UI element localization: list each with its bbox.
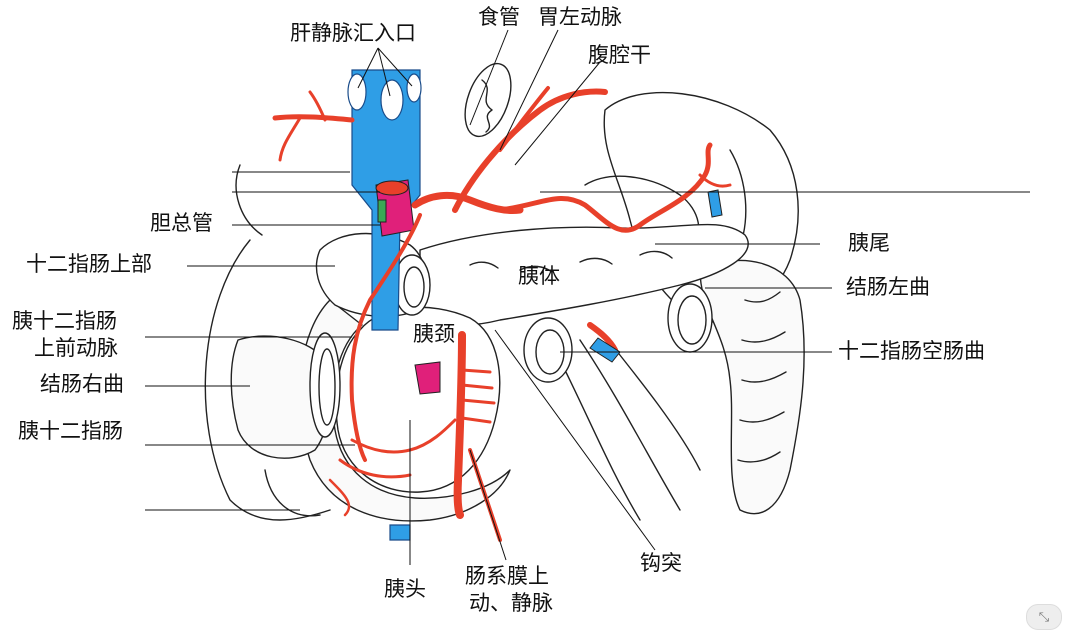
leader-mesenteric (469, 449, 507, 561)
colon-right (230, 335, 331, 459)
label-mesenteric-line2: 动、静脉 (469, 591, 553, 616)
colon-haustra-1 (744, 291, 781, 303)
label-mesenteric-vessels: 肠系膜上 动、静脉 (465, 563, 553, 618)
colon-haustra-2 (741, 331, 786, 343)
label-celiac-trunk: 腹腔干 (588, 43, 651, 67)
leader-celiac (514, 61, 601, 166)
descending-colon (699, 259, 805, 515)
kidney-curve (264, 469, 321, 517)
dj-flexure-cut (523, 317, 573, 383)
pancreas-lobule-4 (639, 250, 673, 259)
esophagus-cut (464, 62, 512, 138)
splenic-vein-segment (707, 189, 723, 218)
liver-outline (204, 239, 331, 521)
label-hepatic-vein-entrance: 肝静脉汇入口 (290, 21, 416, 45)
leader-hepatic-vein (357, 47, 413, 97)
colon-haustra-5 (737, 451, 781, 463)
liver-left-edge (235, 164, 263, 236)
label-dj-flexure: 十二指肠空肠曲 (838, 339, 985, 363)
label-pd-artery-line2: 上前动脉 (34, 336, 118, 361)
hepatic-vein-opening-3 (406, 73, 422, 103)
pancreas-lobule-1 (469, 261, 499, 269)
esophagus-lumen (481, 79, 493, 133)
label-uncinate-process: 钩突 (640, 551, 682, 575)
leader-left-gastric (499, 29, 559, 151)
label-esophagus: 食管 (478, 5, 520, 29)
leader-lines (145, 29, 1030, 565)
label-common-bile-duct: 胆总管 (150, 211, 213, 235)
pancreas-lobule-3 (579, 257, 613, 265)
label-mesenteric-line1: 肠系膜上 (465, 564, 549, 588)
pancreas-body (419, 223, 749, 326)
leader-esophagus (469, 29, 509, 126)
colon-left-cut-inner (677, 295, 707, 345)
mesentery-line-2 (579, 339, 681, 511)
label-pancreas-tail: 胰尾 (848, 231, 890, 255)
label-pancreas-head: 胰头 (384, 577, 426, 601)
leader-uncinate (494, 329, 656, 551)
label-pancreas-body: 胰体 (518, 264, 560, 288)
ivc-lower (389, 524, 411, 541)
colon-haustra-3 (741, 371, 787, 383)
duodenum-cut-inner (403, 266, 425, 308)
imv-segment (589, 337, 621, 363)
label-pd-artery: 胰十二指肠 上前动脉 (12, 308, 118, 363)
pancreas-lobule-2 (519, 265, 553, 273)
hepatic-vein-opening-2 (380, 79, 404, 121)
hepatic-vein-opening-1 (347, 73, 367, 111)
label-duodenum-superior: 十二指肠上部 (26, 252, 152, 276)
label-colon-right-flexure: 结肠右曲 (40, 372, 124, 396)
mesentery-line-1 (559, 359, 641, 521)
stomach-fold (729, 149, 747, 241)
label-pancreas-neck: 胰颈 (413, 322, 455, 346)
label-left-gastric-artery: 胃左动脉 (538, 5, 622, 29)
label-pancreaticoduodenal: 胰十二指肠 (18, 419, 123, 443)
colon-right-cut-inner (318, 348, 336, 426)
label-pd-artery-line1: 胰十二指肠 (12, 309, 117, 333)
smv-stump (414, 361, 441, 395)
collapse-icon[interactable]: ⤡ (1026, 604, 1062, 630)
bile-duct (377, 199, 387, 223)
colon-haustra-4 (739, 411, 785, 423)
label-colon-left-flexure: 结肠左曲 (846, 275, 930, 299)
